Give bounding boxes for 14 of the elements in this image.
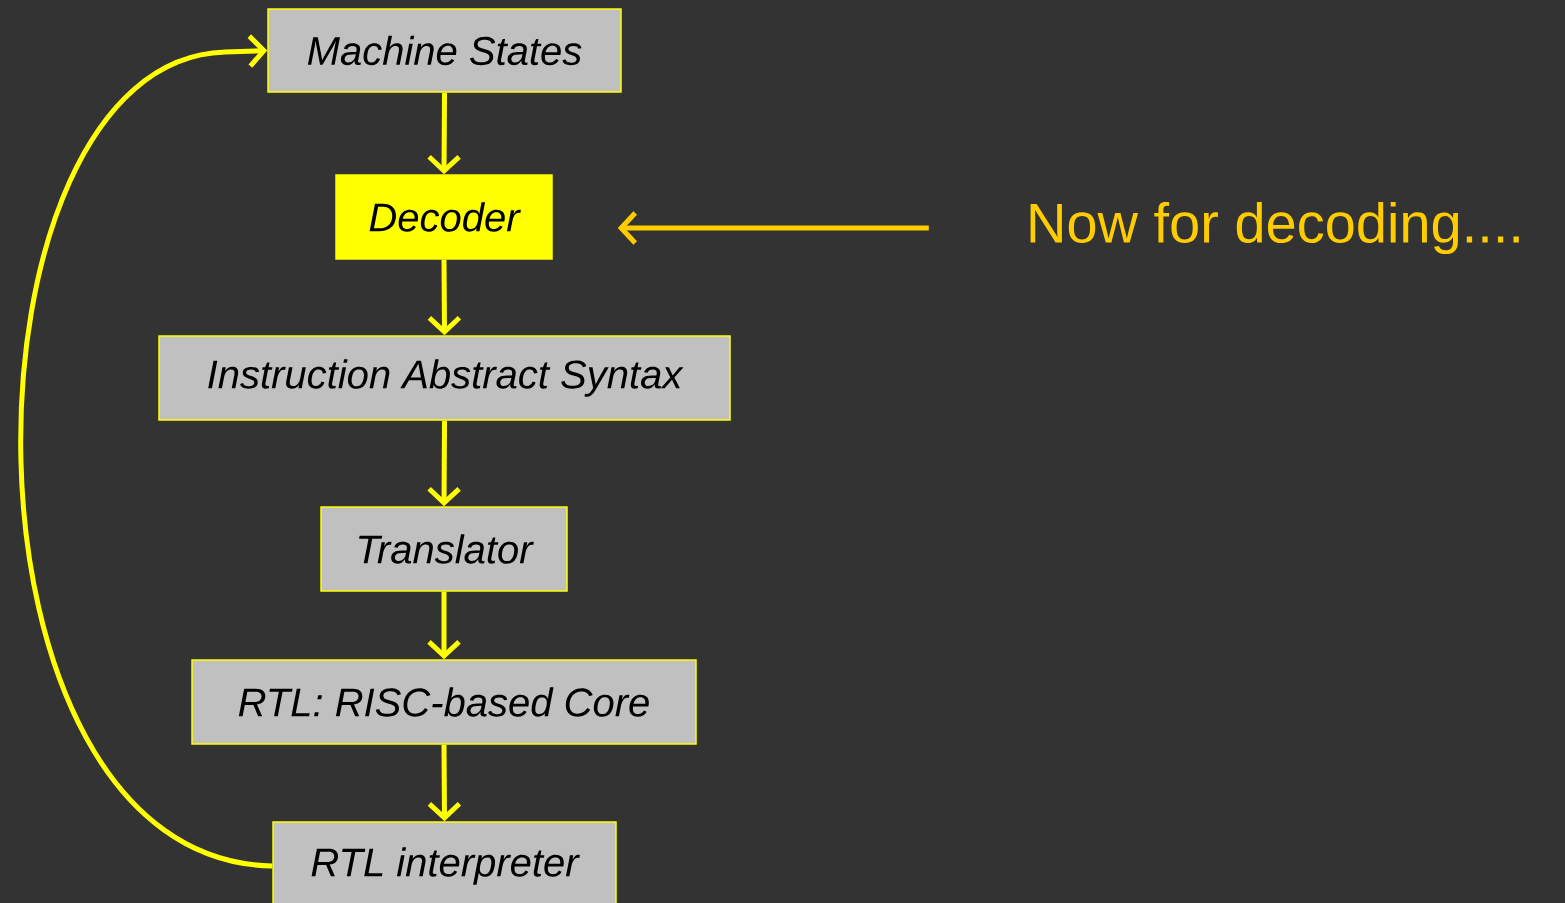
arrow	[427, 92, 461, 175]
process-box: Instruction Abstract Syntax	[158, 335, 731, 421]
arrow	[427, 259, 462, 336]
process-box: Translator	[320, 506, 568, 592]
arrow	[427, 420, 461, 507]
arrow	[427, 591, 461, 660]
process-box: Decoder	[335, 174, 553, 260]
process-box: Machine States	[267, 8, 622, 93]
note-text: Now for decoding....	[1030, 201, 1519, 255]
arrow	[427, 744, 462, 822]
arrow	[617, 211, 929, 245]
process-box: RTL: RISC-based Core	[191, 659, 697, 745]
arrow	[18, 34, 273, 869]
process-box: RTL interpreter	[272, 821, 617, 903]
